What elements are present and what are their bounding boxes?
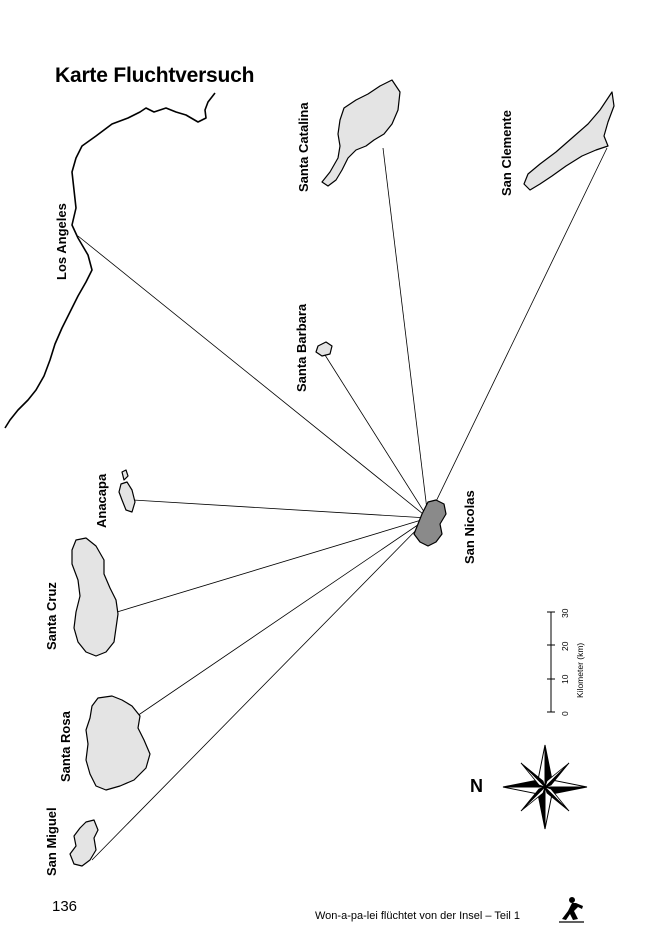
- label-santa-rosa: Santa Rosa: [58, 711, 73, 782]
- page-number: 136: [52, 898, 78, 915]
- label-anacapa: Anacapa: [94, 473, 109, 528]
- scale-bar: [547, 611, 555, 713]
- route-santa-barbara: [324, 354, 429, 519]
- label-santa-barbara: Santa Barbara: [294, 303, 309, 392]
- route-san-clemente: [427, 147, 608, 519]
- island-santa-catalina: [321, 79, 401, 187]
- label-san-clemente: San Clemente: [499, 110, 514, 196]
- label-san-miguel: San Miguel: [44, 807, 59, 876]
- compass-north-label: N: [470, 776, 483, 796]
- route-santa-cruz: [116, 517, 429, 613]
- island-santa-barbara: [315, 341, 333, 357]
- island-santa-cruz: [71, 537, 119, 657]
- island-san-nicolas: [413, 499, 447, 547]
- island-anacapa: [118, 469, 136, 513]
- route-anacapa: [132, 499, 429, 519]
- label-santa-catalina: Santa Catalina: [296, 102, 311, 192]
- scale-tick-label: 10: [560, 674, 570, 684]
- island-san-miguel: [69, 819, 99, 867]
- footer-text: Won-a-pa-lei flüchtet von der Insel – Te…: [315, 910, 521, 922]
- figure-logo-icon: [559, 897, 584, 923]
- map-title: Karte Fluchtversuch: [55, 64, 255, 87]
- scale-unit-label: Kilometer (km): [575, 642, 585, 698]
- route-lines: [77, 147, 608, 861]
- route-los-angeles: [77, 235, 429, 519]
- island-santa-rosa: [85, 695, 151, 791]
- label-santa-cruz: Santa Cruz: [44, 582, 59, 650]
- route-san-miguel: [91, 517, 429, 861]
- label-san-nicolas: San Nicolas: [462, 490, 477, 564]
- scale-tick-label: 30: [560, 608, 570, 618]
- label-los-angeles: Los Angeles: [54, 203, 69, 280]
- compass-rose-icon: [502, 744, 588, 830]
- scale-tick-label: 20: [560, 641, 570, 651]
- island-san-clemente: [523, 91, 615, 191]
- route-santa-catalina: [382, 147, 429, 519]
- route-santa-rosa: [136, 517, 429, 717]
- mainland-coastline: [4, 92, 216, 429]
- scale-tick-label: 0: [560, 711, 570, 716]
